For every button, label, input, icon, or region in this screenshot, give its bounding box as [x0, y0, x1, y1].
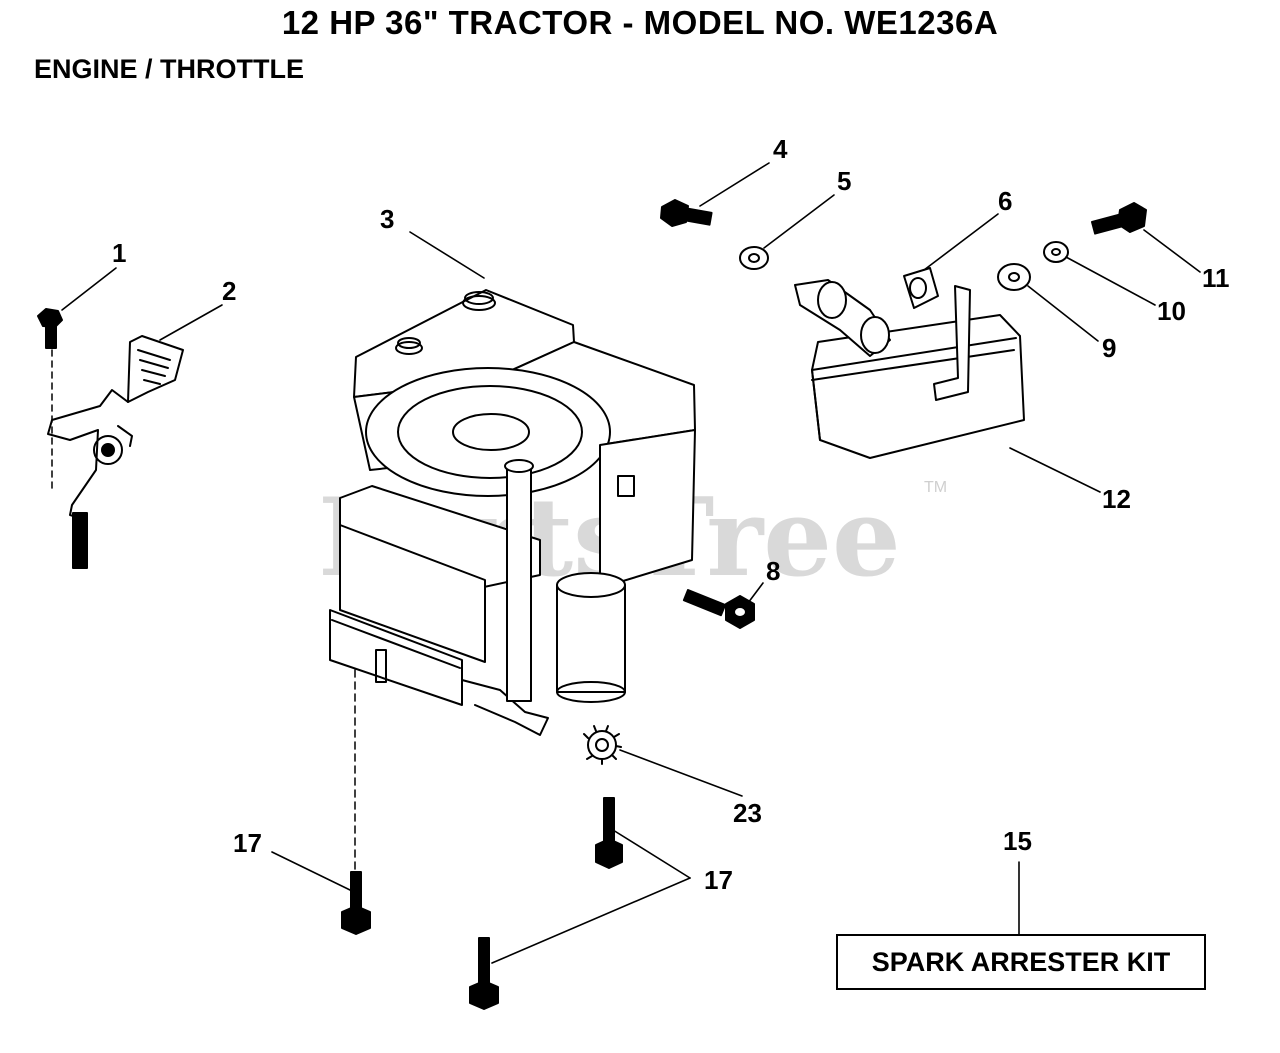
callout-labels: 1 2 3 4 5 6 8 9 10 11 12 15 17 17 23: [112, 134, 1230, 895]
callout-4: 4: [773, 134, 788, 164]
spark-arrester-kit-label: SPARK ARRESTER KIT: [836, 934, 1206, 990]
callout-3: 3: [380, 204, 394, 234]
part-9-washer: [997, 263, 1031, 291]
callout-11: 11: [1202, 263, 1230, 293]
callout-8: 8: [766, 556, 780, 586]
diagram-title: 12 HP 36" TRACTOR - MODEL NO. WE1236A: [281, 4, 999, 41]
callout-1: 1: [112, 238, 126, 268]
callout-17-left: 17: [233, 828, 262, 858]
part-2-throttle-control: [47, 335, 184, 569]
section-title: ENGINE / THROTTLE: [34, 54, 304, 84]
part-10-washer: [1043, 241, 1069, 263]
part-4-bolt: [660, 199, 713, 227]
callout-5: 5: [837, 166, 851, 196]
part-17-bolt-b: [595, 797, 623, 869]
watermark-tm: TM: [924, 479, 947, 496]
leader-lines: [61, 162, 1201, 964]
callout-9: 9: [1102, 333, 1116, 363]
part-8-bolt: [682, 589, 755, 629]
callout-10: 10: [1157, 296, 1186, 326]
callout-6: 6: [998, 186, 1012, 216]
callout-15: 15: [1003, 826, 1032, 856]
part-6-gasket: [903, 267, 939, 309]
callout-17-right: 17: [704, 865, 733, 895]
part-17-bolt-a: [341, 871, 371, 935]
part-5-washer: [739, 246, 769, 270]
part-3-engine: [329, 289, 696, 871]
part-23-star-washer: [583, 725, 622, 765]
part-1-bolt: [37, 308, 63, 491]
part-12-muffler: [794, 279, 1025, 459]
callout-23: 23: [733, 798, 762, 828]
part-11-bolt: [1090, 202, 1147, 235]
callout-2: 2: [222, 276, 236, 306]
callout-12: 12: [1102, 484, 1131, 514]
part-17-bolt-c: [469, 937, 499, 1010]
